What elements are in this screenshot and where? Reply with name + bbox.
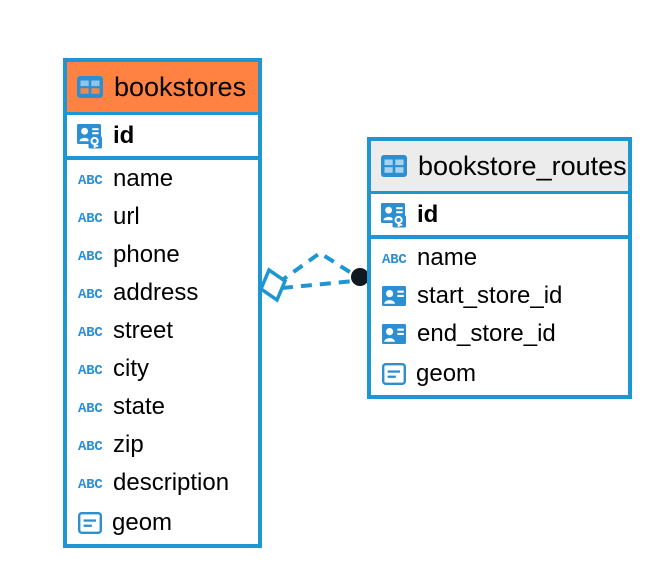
- field-row-start-store-id[interactable]: start_store_id: [371, 277, 628, 315]
- text-abc-icon: ABC: [78, 172, 103, 187]
- table-title: bookstores: [114, 71, 247, 102]
- relationship-line-lower: [281, 279, 355, 290]
- text-abc-icon: ABC: [78, 400, 103, 415]
- field-row-state[interactable]: ABC state: [67, 388, 258, 426]
- field-label: geom: [112, 509, 173, 536]
- field-row-address[interactable]: ABC address: [67, 274, 258, 312]
- field-row-primary-key[interactable]: id: [67, 112, 258, 160]
- table-bookstore-routes[interactable]: bookstore_routes id: [367, 137, 632, 399]
- field-row-name[interactable]: ABC name: [67, 160, 258, 198]
- text-abc-icon: ABC: [78, 324, 103, 339]
- field-row-description[interactable]: ABC description: [67, 464, 258, 502]
- geometry-icon: [78, 512, 102, 534]
- field-label: description: [113, 469, 230, 496]
- table-header-bookstore-routes[interactable]: bookstore_routes: [371, 141, 628, 191]
- field-row-phone[interactable]: ABC phone: [67, 236, 258, 274]
- text-abc-icon: ABC: [78, 438, 103, 453]
- primary-key-icon: [381, 202, 407, 228]
- text-abc-icon: ABC: [78, 476, 103, 491]
- field-label: name: [417, 244, 478, 271]
- table-title: bookstore_routes: [418, 150, 627, 181]
- field-label: name: [113, 165, 174, 192]
- field-label: start_store_id: [417, 282, 563, 309]
- foreign-key-icon: [382, 285, 407, 307]
- svg-text:ABC: ABC: [78, 249, 103, 263]
- relationship-diamond-marker: [258, 267, 288, 303]
- field-row-name[interactable]: ABC name: [371, 239, 628, 277]
- svg-text:ABC: ABC: [78, 325, 103, 339]
- primary-key-icon: [77, 123, 103, 149]
- field-label: id: [113, 121, 135, 149]
- table-icon: [381, 155, 407, 177]
- field-row-street[interactable]: ABC street: [67, 312, 258, 350]
- svg-text:ABC: ABC: [382, 252, 407, 266]
- table-bookstores[interactable]: bookstores id A: [63, 58, 262, 548]
- field-label: city: [113, 355, 149, 382]
- field-row-geom[interactable]: geom: [67, 502, 258, 544]
- svg-text:ABC: ABC: [78, 287, 103, 301]
- geometry-icon: [382, 363, 406, 385]
- field-label: phone: [113, 241, 180, 268]
- field-label: street: [113, 317, 174, 344]
- field-label: geom: [416, 360, 477, 387]
- svg-text:ABC: ABC: [78, 477, 103, 491]
- field-label: address: [113, 279, 199, 306]
- svg-text:ABC: ABC: [78, 401, 103, 415]
- text-abc-icon: ABC: [78, 286, 103, 301]
- text-abc-icon: ABC: [382, 251, 407, 266]
- field-row-zip[interactable]: ABC zip: [67, 426, 258, 464]
- svg-text:ABC: ABC: [78, 211, 103, 225]
- svg-text:ABC: ABC: [78, 363, 103, 377]
- field-label: id: [417, 200, 439, 228]
- foreign-key-icon: [382, 323, 407, 345]
- field-label: state: [113, 393, 166, 420]
- field-row-end-store-id[interactable]: end_store_id: [371, 315, 628, 353]
- field-label: zip: [113, 431, 144, 458]
- relationship-line-upper: [276, 250, 358, 285]
- svg-text:ABC: ABC: [78, 439, 103, 453]
- field-label: url: [113, 203, 140, 230]
- field-row-city[interactable]: ABC city: [67, 350, 258, 388]
- field-label: end_store_id: [417, 320, 556, 347]
- table-header-bookstores[interactable]: bookstores: [67, 62, 258, 112]
- text-abc-icon: ABC: [78, 248, 103, 263]
- field-row-url[interactable]: ABC url: [67, 198, 258, 236]
- svg-text:ABC: ABC: [78, 173, 103, 187]
- field-row-primary-key[interactable]: id: [371, 191, 628, 239]
- table-icon: [77, 76, 103, 98]
- text-abc-icon: ABC: [78, 210, 103, 225]
- text-abc-icon: ABC: [78, 362, 103, 377]
- field-row-geom[interactable]: geom: [371, 353, 628, 395]
